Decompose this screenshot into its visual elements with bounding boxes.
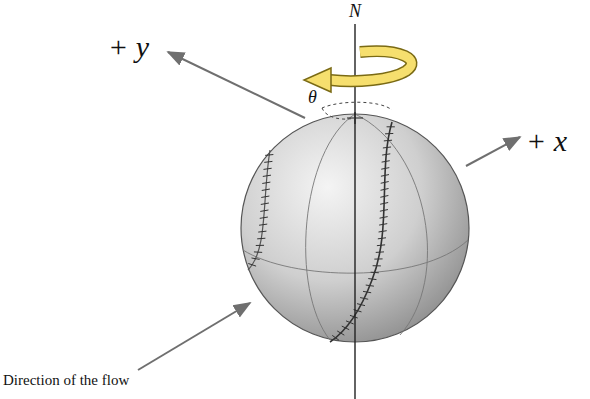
stitch <box>264 161 272 162</box>
angle-arc <box>322 102 392 110</box>
stitch <box>381 182 389 184</box>
angle-label: θ <box>308 88 317 108</box>
stitch <box>380 217 388 219</box>
stitch <box>332 335 339 340</box>
stitch <box>382 154 390 155</box>
stitch <box>380 210 388 212</box>
axis-label: + y <box>108 30 149 63</box>
stitch <box>260 210 268 211</box>
meridian-line <box>355 114 428 335</box>
stitch <box>384 140 392 142</box>
stitch <box>260 217 268 218</box>
stitch <box>387 126 395 127</box>
stitch <box>371 272 379 274</box>
stitch <box>257 238 265 240</box>
stitch <box>350 315 358 318</box>
stitch <box>374 258 382 259</box>
seam <box>248 150 270 270</box>
stitch <box>337 331 344 335</box>
stitch <box>342 326 349 330</box>
stitch <box>251 258 259 259</box>
meridian-line <box>306 114 355 340</box>
stitch <box>258 231 266 233</box>
seam <box>330 122 392 342</box>
stitch <box>360 298 368 300</box>
stitch <box>262 182 270 183</box>
stitch <box>265 154 273 156</box>
stitch <box>378 238 386 239</box>
stitch <box>381 175 389 177</box>
stitch <box>368 279 376 280</box>
stitch <box>346 321 354 324</box>
rotation-arrow-outline <box>330 51 411 81</box>
y-axis-arrow <box>168 52 305 118</box>
stitch <box>385 133 393 134</box>
stitch <box>376 251 384 253</box>
stitch <box>263 168 271 169</box>
flow-arrow <box>138 303 250 370</box>
stitch <box>381 188 389 190</box>
stitch <box>261 196 269 197</box>
stitch <box>357 304 365 306</box>
stitch <box>366 285 374 286</box>
axis-label: N <box>349 2 361 22</box>
axis-label: + x <box>526 124 567 157</box>
stitch <box>262 189 270 190</box>
stitch <box>379 231 387 232</box>
rotation-arrow <box>330 51 411 81</box>
stitch <box>254 251 262 252</box>
stitch <box>380 195 388 197</box>
stitch <box>380 203 388 205</box>
stitch <box>259 224 267 225</box>
stitch <box>373 265 381 266</box>
stitch <box>381 168 389 170</box>
stitch <box>382 161 390 162</box>
stitch <box>261 203 269 204</box>
x-axis-arrow <box>466 137 520 166</box>
stitch <box>263 175 271 176</box>
stitches <box>248 127 395 340</box>
stitch <box>256 245 264 246</box>
stitch <box>383 147 391 148</box>
stitch <box>377 244 385 246</box>
stitch <box>379 224 387 225</box>
stitch <box>248 263 256 266</box>
flow-label: Direction of the flow <box>3 372 129 389</box>
stitch <box>363 291 371 292</box>
angle-arc <box>322 108 355 119</box>
